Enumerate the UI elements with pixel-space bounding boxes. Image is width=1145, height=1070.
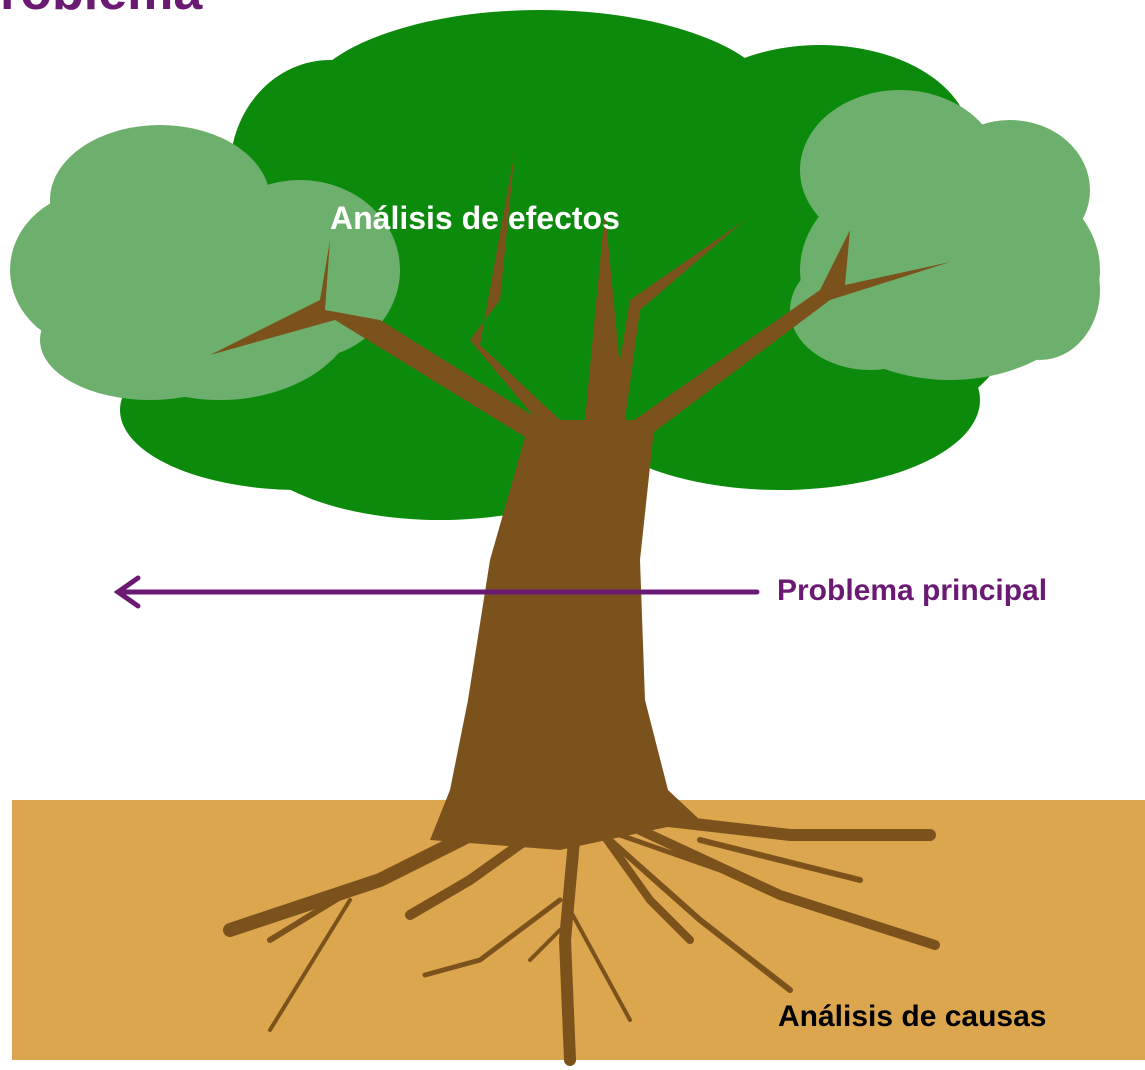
causes-label: Análisis de causas (778, 1000, 1047, 1033)
problem-label: Problema principal (777, 574, 1048, 607)
effects-label: Análisis de efectos (330, 200, 620, 236)
problem-arrow (113, 575, 760, 609)
tree-roots (223, 813, 940, 1066)
tree-trunk (210, 150, 950, 850)
canopy-right-light (790, 90, 1100, 380)
page-title: roblema (0, 0, 202, 18)
